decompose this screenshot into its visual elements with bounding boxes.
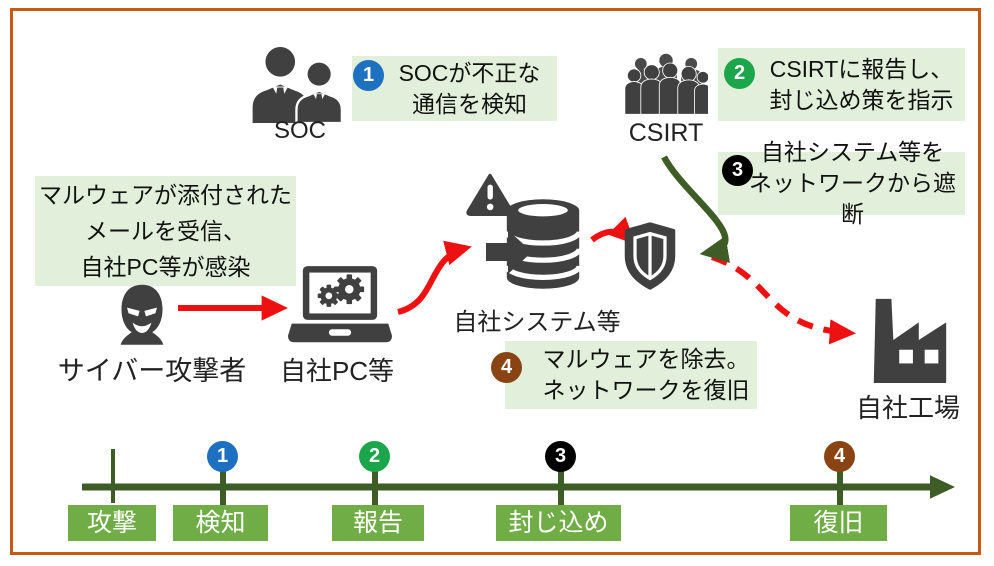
company-pc-label: 自社PC等: [279, 356, 395, 386]
company-pc-icon: [288, 266, 392, 346]
incident-note: マルウェアが添付された メールを受信、 自社PC等が感染: [35, 176, 296, 286]
cyber-attacker-icon: [112, 279, 172, 349]
timeline-label-recovery: 復旧: [790, 505, 887, 541]
timeline-label-detect: 検知: [173, 505, 268, 541]
timeline-label-containment: 封じ込め: [496, 505, 621, 541]
callout-step3-line1: 自社システム等を: [760, 139, 945, 165]
callout-step4-line2: ネットワークを復旧: [542, 377, 750, 403]
timeline-label-attack: 攻撃: [68, 505, 156, 541]
incident-note-line2: メールを受信、: [85, 218, 246, 244]
step2-number-badge: 2: [724, 58, 755, 89]
callout-step2-line1: CSIRTに報告し、: [769, 55, 954, 82]
company-system-label: 自社システム等: [453, 309, 621, 336]
timeline-badge-3: 3: [545, 441, 576, 472]
factory-label: 自社工場: [855, 393, 960, 423]
intrusion-arrow-icon: [486, 230, 532, 274]
step1-number-badge: 1: [353, 60, 384, 91]
callout-step1: 1 SOCが不正な 通信を検知: [352, 56, 557, 121]
timeline-badge-2: 2: [359, 441, 390, 472]
step3-number-badge: 3: [722, 155, 753, 186]
callout-step1-line1: SOCが不正な: [398, 59, 541, 86]
attacker-label: サイバー攻撃者: [57, 356, 247, 386]
timeline-label-report: 報告: [332, 505, 424, 541]
callout-step2: 2 CSIRTに報告し、 封じ込め策を指示: [718, 48, 965, 121]
soc-label: SOC: [273, 117, 326, 144]
soc-team-icon: [250, 46, 350, 123]
incident-note-line3: 自社PC等が感染: [80, 254, 251, 280]
csirt-label: CSIRT: [628, 119, 704, 147]
incident-note-line1: マルウェアが添付された: [39, 182, 292, 208]
callout-step2-line2: 封じ込め策を指示: [769, 86, 954, 113]
callout-step4: 4 マルウェアを除去。 ネットワークを復旧: [491, 341, 757, 409]
callout-step4-line1: マルウェアを除去。: [542, 346, 750, 372]
timeline-badge-4: 4: [824, 441, 855, 472]
factory-icon: [864, 292, 954, 384]
callout-step3: 3 自社システム等を ネットワークから遮断: [718, 139, 965, 227]
timeline-badge-1: 1: [207, 441, 238, 472]
diagram-border: [10, 8, 981, 555]
security-shield-icon: [621, 221, 679, 291]
step4-number-badge: 4: [491, 352, 522, 383]
callout-step1-line2: 通信を検知: [412, 90, 527, 117]
callout-step3-line2: ネットワークから遮断: [749, 170, 956, 227]
csirt-team-icon: [624, 52, 708, 116]
